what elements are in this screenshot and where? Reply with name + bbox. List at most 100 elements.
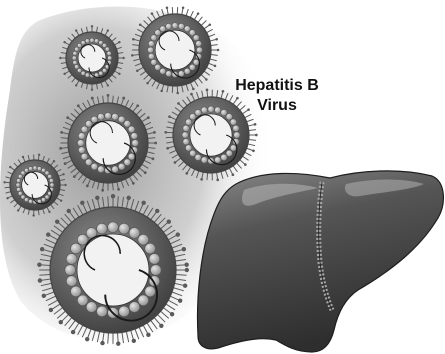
spike-knob (164, 131, 167, 134)
spike-knob (40, 247, 44, 251)
capsid-bead (196, 41, 202, 47)
spike-knob (6, 197, 8, 199)
spike-knob (59, 147, 62, 150)
capsid-bead (91, 116, 98, 123)
capsid-bead (160, 68, 166, 74)
spike-knob (217, 49, 220, 52)
capsid-bead (138, 295, 149, 306)
spike-knob (183, 283, 187, 287)
spike-knob (151, 12, 154, 15)
spike-knob (205, 78, 208, 81)
spike-knob (146, 82, 149, 85)
capsid-bead (138, 234, 149, 245)
spike-knob (132, 339, 136, 343)
capsid-bead (28, 166, 32, 170)
capsid-bead (73, 51, 77, 55)
capsid-bead (105, 47, 109, 51)
spike-knob (182, 247, 186, 251)
capsid-bead (129, 302, 140, 313)
spike-knob (152, 157, 155, 160)
capsid-bead (208, 106, 214, 112)
capsid-bead (98, 166, 105, 173)
capsid-bead (226, 150, 232, 156)
title-line-1: Hepatitis B (222, 76, 332, 96)
spike-knob (166, 147, 169, 150)
spike-knob (254, 123, 257, 126)
spike-knob (60, 199, 62, 201)
spike-knob (167, 219, 171, 223)
illustration-title: Hepatitis B Virus (222, 76, 332, 116)
spike-knob (147, 116, 150, 119)
spike-knob (168, 115, 171, 118)
capsid-bead (48, 174, 52, 178)
spike-knob (85, 337, 89, 341)
capsid-bead (50, 183, 54, 187)
capsid-bead (131, 133, 138, 140)
spike-knob (141, 201, 145, 205)
capsid-bead (195, 154, 201, 160)
capsid-bead (233, 125, 239, 131)
capsid-bead (81, 40, 85, 44)
capsid-bead (97, 306, 108, 317)
capsid-bead (28, 199, 32, 203)
capsid-bead (196, 47, 202, 53)
capsid-bead (73, 60, 77, 64)
spike-knob (111, 194, 115, 198)
capsid-bead (118, 163, 125, 170)
spike-knob (216, 178, 219, 181)
spike-knob (131, 54, 134, 57)
spike-knob (95, 196, 99, 200)
spike-knob (37, 263, 41, 267)
capsid-bead (90, 38, 94, 42)
capsid-bead (193, 59, 199, 65)
virus-spike (201, 21, 206, 26)
spike-knob (55, 219, 59, 223)
capsid-bead (230, 145, 236, 151)
capsid-bead (107, 56, 111, 60)
capsid-bead (155, 30, 161, 36)
spike-knob (185, 268, 189, 272)
spike-knob (170, 312, 174, 316)
capsid-bead (160, 26, 166, 32)
capsid-bead (189, 113, 195, 119)
capsid-bead (81, 126, 88, 133)
spike-knob (192, 88, 195, 91)
capsid-bead (183, 138, 189, 144)
capsid-bead (71, 286, 82, 297)
spike-knob (118, 73, 120, 75)
spike-knob (59, 320, 63, 324)
spike-knob (71, 330, 75, 334)
capsid-bead (24, 168, 28, 172)
capsid-bead (78, 133, 85, 140)
spike-knob (59, 57, 61, 59)
capsid-bead (147, 47, 153, 53)
capsid-bead (145, 286, 156, 297)
spike-knob (64, 162, 67, 165)
capsid-bead (98, 113, 105, 120)
spike-knob (255, 134, 258, 137)
spike-knob (144, 171, 147, 174)
spike-knob (9, 166, 11, 168)
capsid-bead (78, 147, 85, 154)
spike-knob (73, 175, 76, 178)
spike-knob (177, 102, 180, 105)
spike-knob (136, 104, 139, 107)
capsid-bead (77, 140, 84, 147)
capsid-bead (74, 65, 78, 69)
spike-knob (100, 341, 104, 345)
capsid-bead (81, 153, 88, 160)
spike-knob (190, 93, 193, 96)
spike-knob (122, 97, 125, 100)
capsid-bead (129, 228, 140, 239)
spike-knob (126, 196, 130, 200)
virus-spike (186, 9, 188, 16)
capsid-bead (148, 41, 154, 47)
spike-knob (63, 41, 65, 43)
spike-knob (132, 38, 135, 41)
capsid-bead (151, 35, 157, 41)
capsid-bead (178, 71, 184, 77)
capsid-bead (85, 120, 92, 127)
capsid-bead (49, 178, 53, 182)
spike-knob (166, 6, 169, 9)
